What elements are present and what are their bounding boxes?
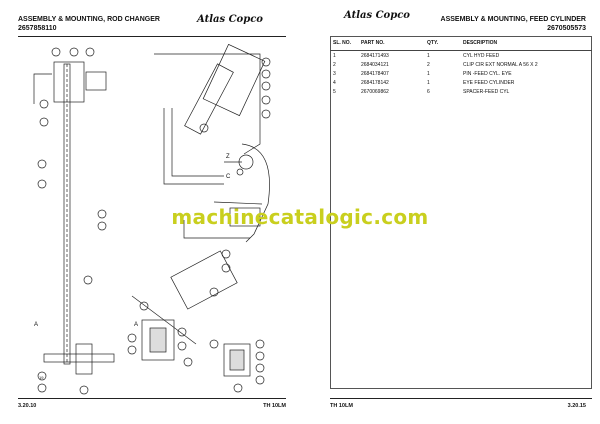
- table-row: 5 2670069862 6 SPACER-FEED CYL: [330, 87, 592, 96]
- header-qty: QTY.: [424, 36, 460, 51]
- row-sl-no: 2: [333, 61, 336, 68]
- atlas-copco-logo: Atlas Copco: [197, 14, 263, 25]
- footer-rule: [330, 398, 592, 399]
- right-footer-model: TH 10LM: [330, 403, 353, 409]
- table-row: 1 2684171493 1 CYL HYD FEED: [330, 51, 592, 61]
- header-rule: [18, 36, 286, 37]
- row-qty: 1: [427, 79, 430, 86]
- parts-table-header: SL. NO. PART NO. QTY. DESCRIPTION: [330, 36, 592, 51]
- header-sl-no: SL. NO.: [330, 36, 358, 51]
- header-description: DESCRIPTION: [460, 36, 592, 51]
- section-label-a-right: A: [134, 322, 138, 328]
- section-label-a-left: A: [34, 322, 38, 328]
- left-page: ASSEMBLY & MOUNTING, ROD CHANGER 2657858…: [18, 0, 301, 424]
- row-part-no: 2670069862: [361, 88, 389, 95]
- row-description: CLIP CIR EXT NORMAL A 56 X 2: [463, 61, 538, 68]
- row-description: EYE FEED CYLINDER: [463, 79, 515, 86]
- right-page: Atlas Copco ASSEMBLY & MOUNTING, FEED CY…: [300, 0, 600, 424]
- row-sl-no: 4: [333, 79, 336, 86]
- row-sl-no: 3: [333, 70, 336, 77]
- table-row: 2 2684034121 2 CLIP CIR EXT NORMAL A 56 …: [330, 60, 592, 69]
- row-qty: 1: [427, 52, 430, 59]
- parts-table: SL. NO. PART NO. QTY. DESCRIPTION 1 2684…: [330, 36, 592, 96]
- header-part-no: PART NO.: [358, 36, 424, 51]
- row-part-no: 2684034121: [361, 61, 389, 68]
- right-page-title: ASSEMBLY & MOUNTING, FEED CYLINDER 26705…: [441, 16, 586, 33]
- table-row: 3 2684178407 1 PIN -FEED CYL. EYE: [330, 69, 592, 78]
- right-title-line1: ASSEMBLY & MOUNTING, FEED CYLINDER: [440, 16, 586, 23]
- watermark-text: machinecatalogic.com: [171, 205, 429, 229]
- row-qty: 6: [427, 88, 430, 95]
- view-label-z: Z: [226, 154, 230, 160]
- left-footer-page-number: 3.20.10: [18, 403, 37, 409]
- left-title-line2: 2657858110: [18, 24, 57, 32]
- table-row: 4 2684178142 1 EYE FEED CYLINDER: [330, 78, 592, 87]
- row-description: CYL HYD FEED: [463, 52, 500, 59]
- footer-rule: [18, 398, 286, 399]
- left-title-line1: ASSEMBLY & MOUNTING, ROD CHANGER: [18, 16, 160, 23]
- atlas-copco-logo: Atlas Copco: [344, 10, 410, 21]
- row-qty: 1: [427, 70, 430, 77]
- row-sl-no: 5: [333, 88, 336, 95]
- left-page-title: ASSEMBLY & MOUNTING, ROD CHANGER 2657858…: [18, 16, 160, 33]
- row-description: SPACER-FEED CYL: [463, 88, 510, 95]
- row-qty: 2: [427, 61, 430, 68]
- view-label-c: C: [226, 174, 231, 180]
- callout-19: 19: [39, 375, 44, 380]
- row-part-no: 2684171493: [361, 52, 389, 59]
- right-title-line2: 2670505573: [547, 24, 586, 32]
- row-description: PIN -FEED CYL. EYE: [463, 70, 512, 77]
- rod-changer-drawing: Z C A A 19: [33, 44, 271, 395]
- left-footer-model: TH 10LM: [263, 403, 286, 409]
- right-footer-page-number: 3.20.15: [567, 403, 586, 409]
- row-sl-no: 1: [333, 52, 336, 59]
- row-part-no: 2684178407: [361, 70, 389, 77]
- row-part-no: 2684178142: [361, 79, 389, 86]
